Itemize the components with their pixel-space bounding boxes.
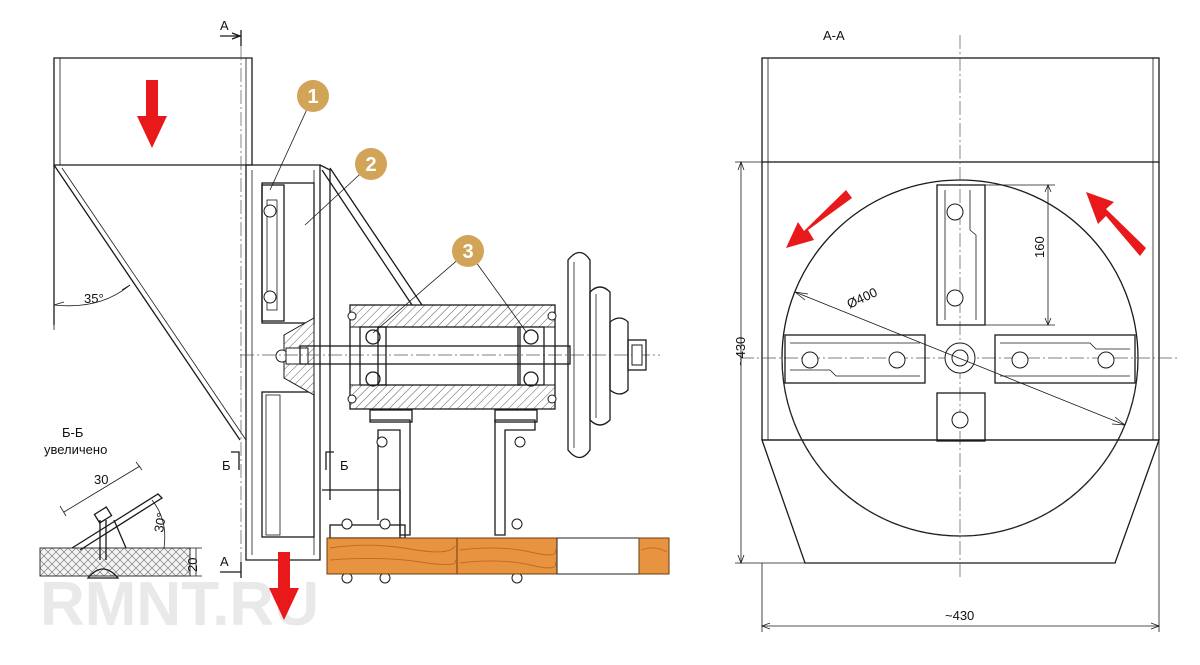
aa-outlet [761, 439, 1160, 564]
knife-bolt-2 [263, 290, 277, 304]
detail-base-slab [39, 547, 191, 577]
aa-dim-diameter: Ø400 [844, 284, 879, 311]
svg-text:3: 3 [462, 241, 473, 263]
aa-dim-160: 160 [1032, 236, 1047, 258]
section-b-left: Б [222, 458, 231, 473]
knife-bolt-1 [263, 204, 277, 218]
section-a-bottom: А [220, 554, 229, 569]
wooden-base [326, 537, 670, 575]
brace [321, 169, 413, 306]
callout-2: 2 [304, 148, 387, 226]
bearing-ball-1 [365, 329, 381, 345]
hopper-funnel [53, 164, 241, 441]
svg-text:2: 2 [365, 154, 376, 176]
feed-arrow-in [137, 80, 167, 148]
view-aa-title: А-А [823, 28, 845, 43]
bearing-ball-2 [365, 371, 381, 387]
side-section-view: А А Б Б 35° 1 2 3 [53, 18, 670, 620]
detail-angle-30: 30° [151, 511, 169, 533]
aa-knife-right [994, 334, 1136, 384]
rotor-disc-lower [261, 391, 315, 538]
support-stand [322, 409, 538, 584]
front-section-view: А-А [733, 28, 1180, 632]
aa-knife-top [936, 184, 986, 326]
rotation-arrow-left [786, 190, 852, 248]
callout-3: 3 [372, 235, 528, 334]
feed-arrow-out [269, 552, 299, 620]
section-b-right: Б [340, 458, 349, 473]
bearing-ball-4 [523, 371, 539, 387]
pulley [567, 251, 647, 459]
knife-plate-upper [261, 184, 285, 322]
svg-text:1: 1 [307, 86, 318, 108]
detail-dim-30: 30 [94, 472, 108, 487]
detail-dim-20: 20 [185, 558, 200, 572]
aa-dim-height: ~430 [733, 337, 748, 366]
rotation-arrow-right [1086, 192, 1146, 256]
aa-knife-bottom [936, 392, 986, 442]
housing [245, 164, 321, 561]
callout-1: 1 [269, 80, 329, 191]
watermark: RMNT.RU [40, 570, 319, 639]
aa-hopper [761, 57, 1160, 163]
detail-bb-subtitle: увеличено [44, 442, 107, 457]
detail-bb: Б-Б увеличено 30 30° 20 [39, 425, 202, 579]
aa-knife-left [784, 334, 926, 384]
detail-bb-title: Б-Б [62, 425, 83, 440]
aa-dim-width: ~430 [945, 608, 974, 623]
bearing-ball-3 [523, 329, 539, 345]
angle-35-label: 35° [84, 291, 104, 306]
section-a-top: А [220, 18, 229, 33]
knife-plate-lower [265, 394, 281, 536]
bearing-housing [347, 304, 557, 410]
